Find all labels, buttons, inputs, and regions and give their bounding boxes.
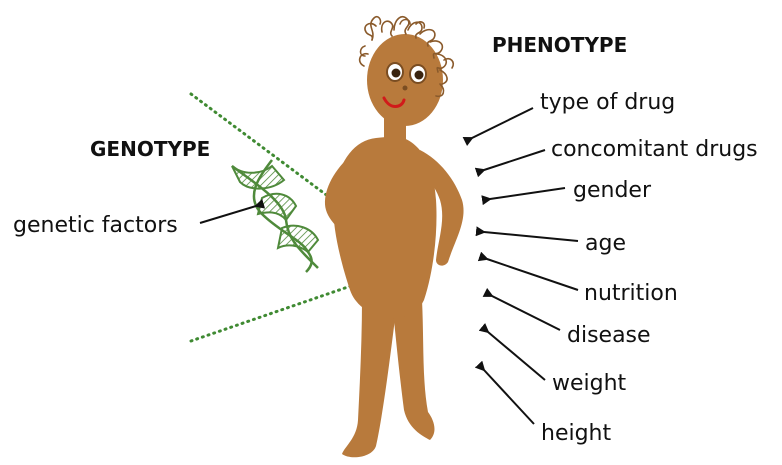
cone-line-lower (191, 278, 374, 341)
arrow-weight (488, 332, 545, 380)
person-figure (325, 17, 464, 458)
arrow-disease (492, 296, 560, 330)
genotype-heading: GENOTYPE (90, 137, 210, 161)
factor-weight: weight (552, 371, 627, 396)
genetic-factors-arrow (200, 206, 256, 223)
arrow-height (484, 370, 534, 424)
dna-icon (232, 160, 318, 272)
factor-type-of-drug: type of drug (540, 90, 675, 115)
factor-age: age (585, 231, 626, 256)
arrow-age (484, 232, 578, 241)
left-leg (342, 300, 396, 457)
nose (403, 86, 408, 91)
phenotype-heading: PHENOTYPE (492, 33, 627, 57)
factor-height: height (541, 421, 611, 446)
arrow-nutrition (487, 259, 578, 290)
right-leg (392, 300, 434, 440)
factor-concomitant-drugs: concomitant drugs (551, 137, 758, 162)
factor-nutrition: nutrition (584, 281, 678, 306)
factor-gender: gender (573, 178, 652, 203)
genetic-factors-label: genetic factors (13, 213, 178, 238)
arrow-concomitant-drugs (484, 150, 545, 170)
head (367, 34, 443, 126)
arrow-gender (490, 188, 565, 199)
factor-disease: disease (567, 323, 651, 348)
arrow-type-of-drug (472, 108, 533, 138)
